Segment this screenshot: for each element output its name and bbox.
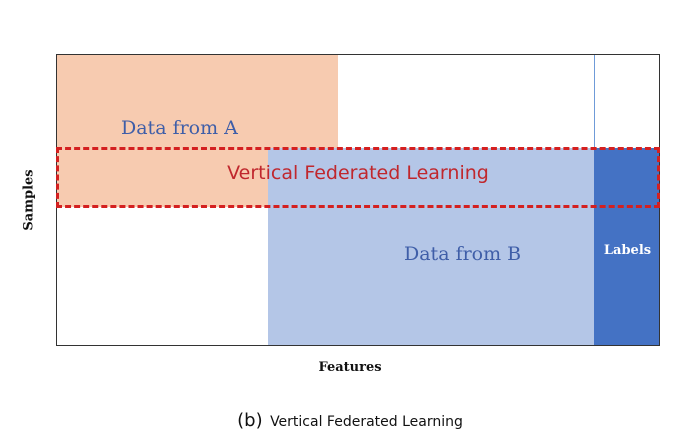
data-block-b-label: Data from B (404, 243, 522, 265)
y-axis-label: Samples (21, 169, 37, 231)
labels-column-divider (594, 55, 595, 148)
vfl-overlap-region: Vertical Federated Learning (56, 147, 660, 208)
data-block-a-label: Data from A (121, 117, 238, 139)
feature-sample-frame: Data from A Data from B Labels (56, 54, 660, 346)
data-block-b (268, 148, 594, 345)
caption-text: Vertical Federated Learning (270, 414, 463, 430)
vfl-region-label: Vertical Federated Learning (227, 162, 489, 184)
x-axis-label: Features (318, 360, 382, 375)
labels-block-label: Labels (603, 243, 652, 258)
caption-tag: (b) (237, 410, 263, 431)
labels-block (594, 148, 659, 345)
figure-caption: (b) Vertical Federated Learning (0, 410, 700, 431)
